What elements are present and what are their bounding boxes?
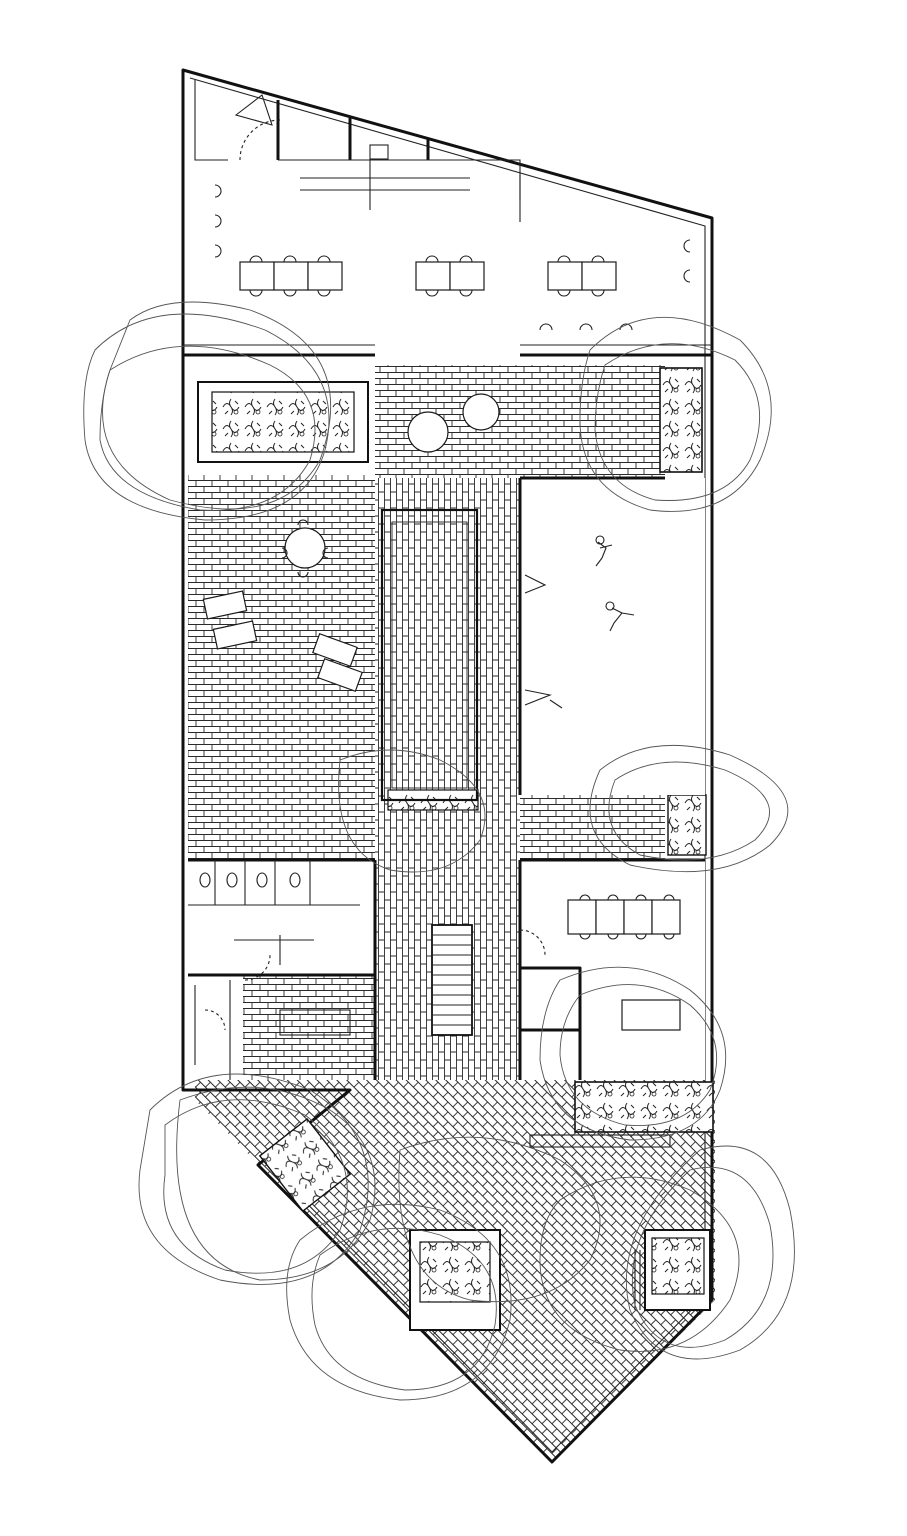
central-walkway [375, 365, 665, 1080]
restrooms [188, 858, 377, 1080]
central-bed [380, 508, 479, 802]
door-swing-icon [204, 929, 546, 1031]
play-yard-east [518, 476, 705, 795]
classroom-east [518, 858, 705, 1080]
classroom-north [183, 80, 712, 357]
stair-icon [431, 924, 473, 1036]
tree-canopy-icon [83, 301, 795, 1401]
planter-icon [197, 367, 714, 1331]
round-table-icon [214, 177, 691, 331]
round-table-icon [202, 393, 500, 693]
child-figure-icon [595, 535, 635, 632]
central-hall [243, 975, 375, 1080]
entrance-plaza-south [529, 1134, 671, 1310]
